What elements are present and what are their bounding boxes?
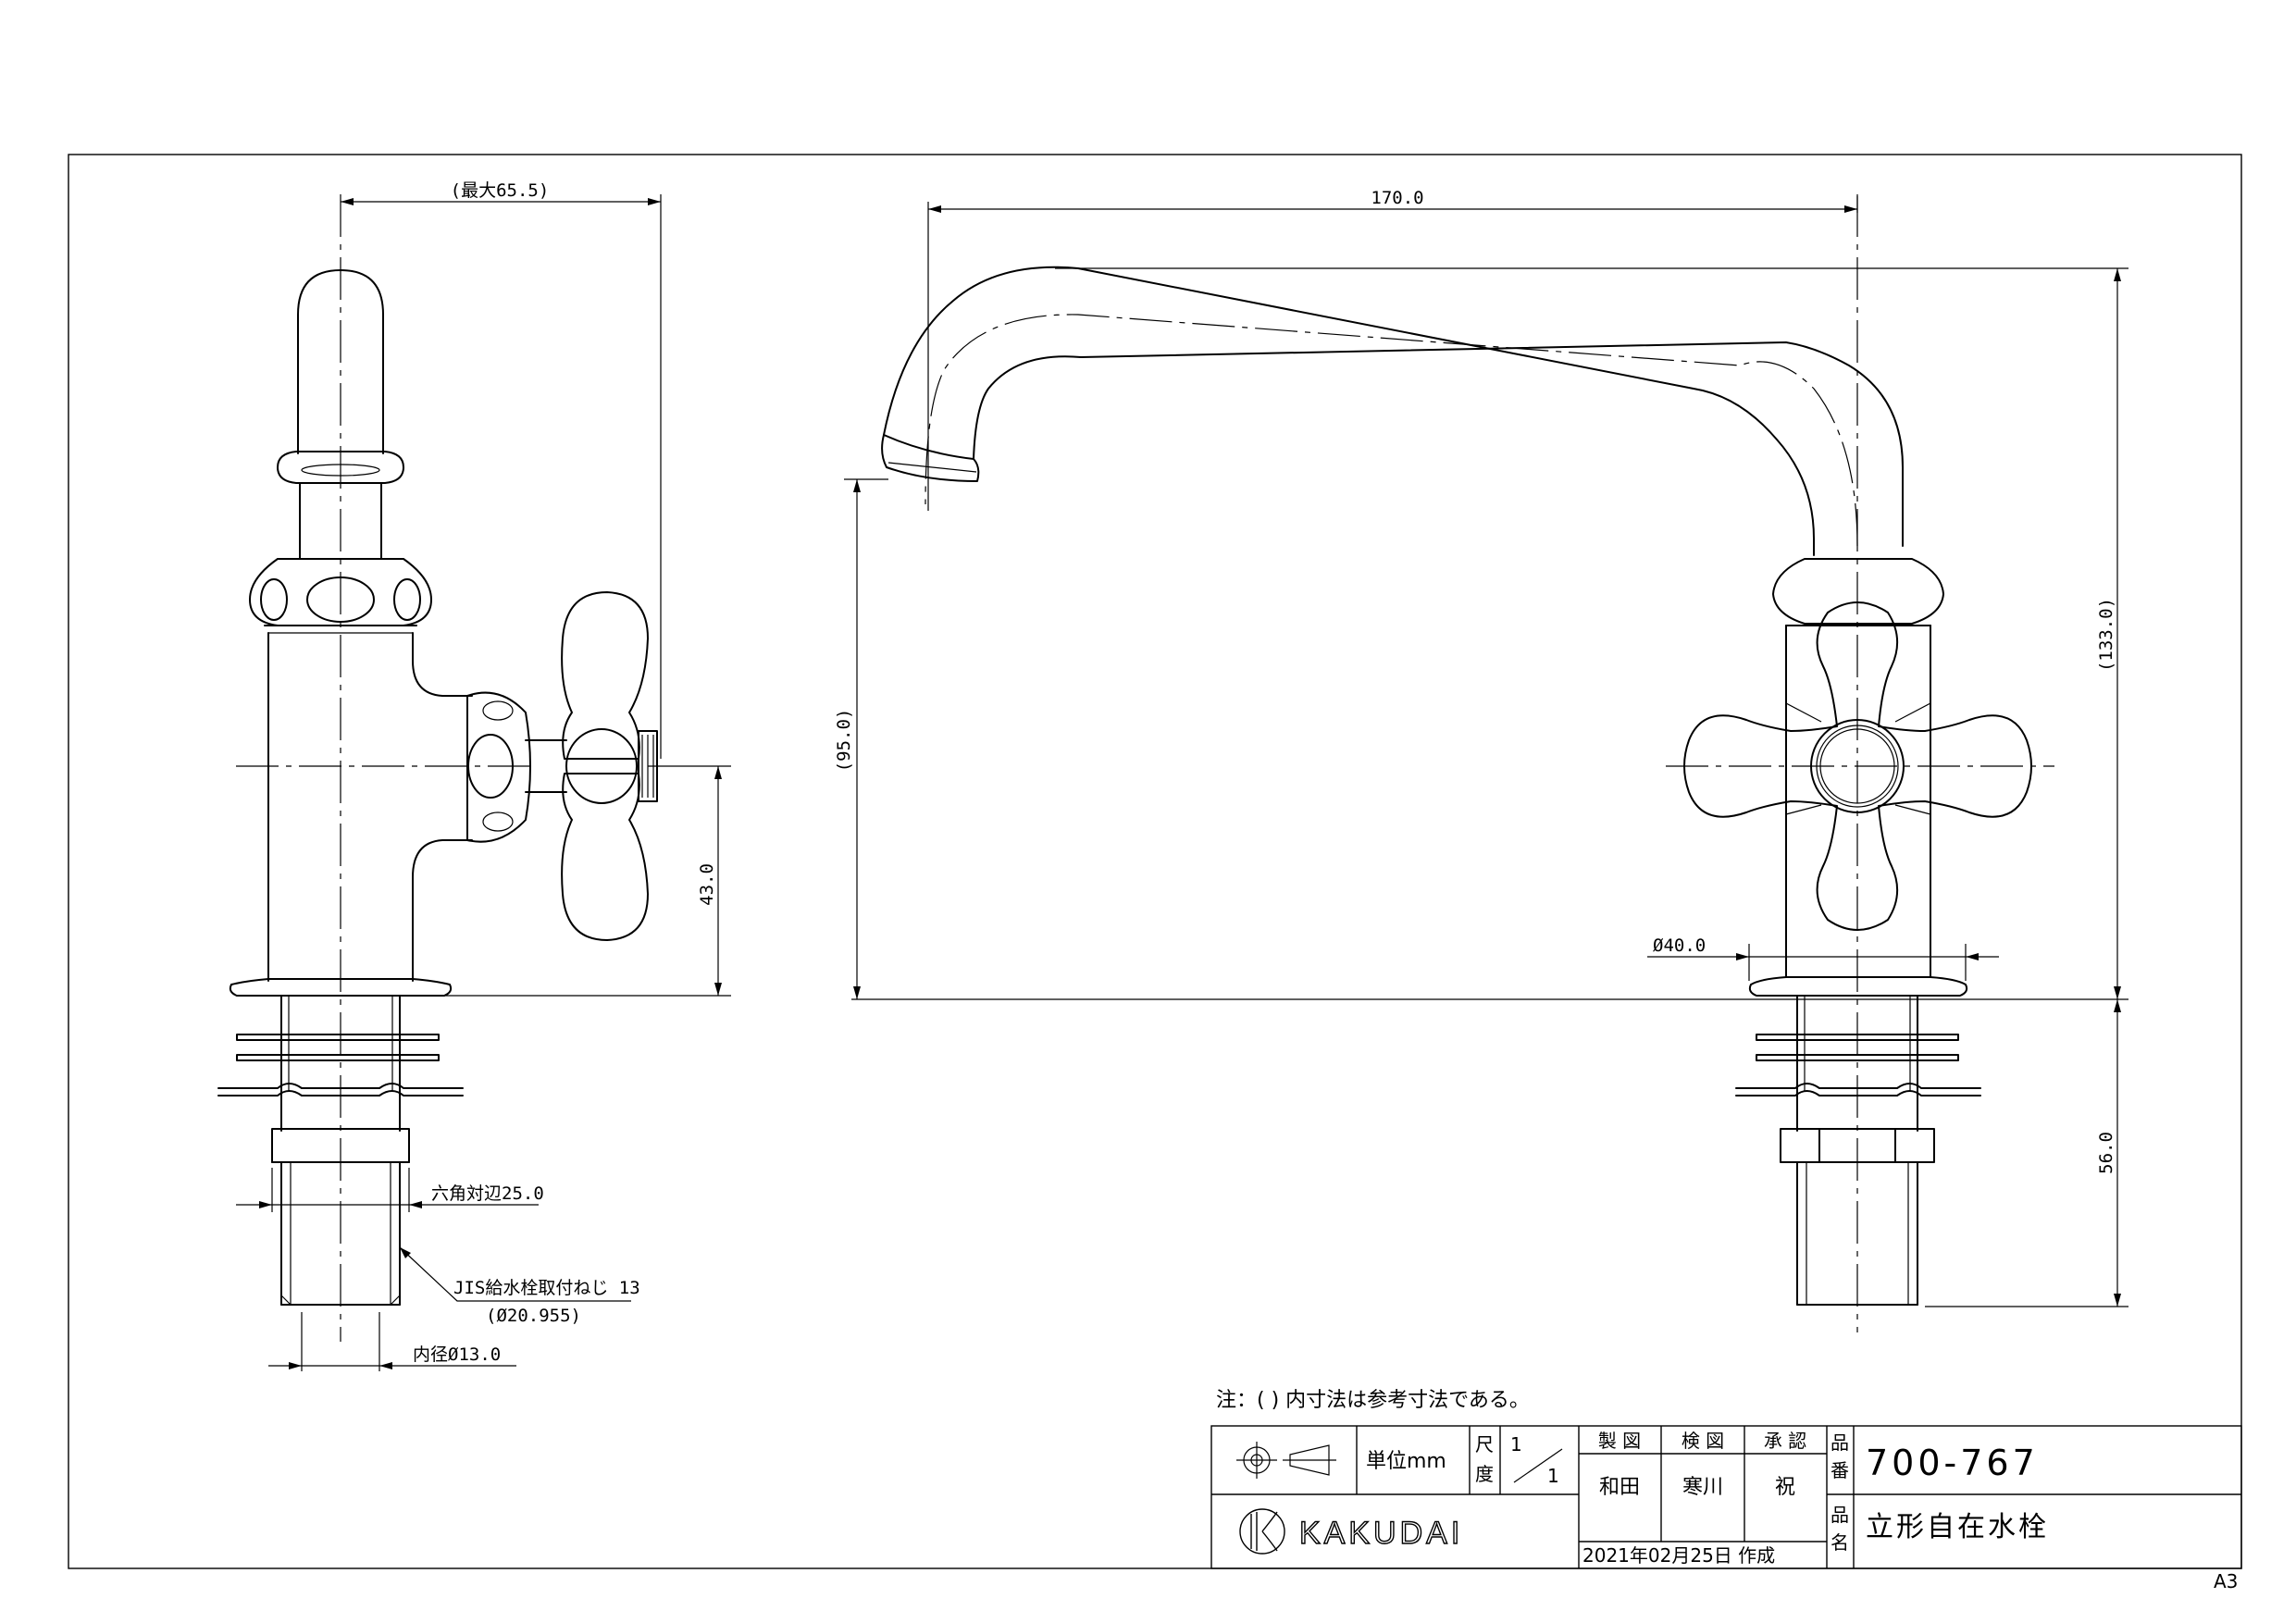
dim-thread-spec: JIS給水栓取付ねじ 13 — [453, 1278, 640, 1298]
front-hex-nut — [1780, 1128, 1935, 1163]
dim-handle-height: 43.0 — [697, 863, 717, 906]
dim-flange-dia: Ø40.0 — [1653, 935, 1706, 956]
handle-top-lobe — [561, 591, 649, 760]
approved-by: 祝 — [1775, 1476, 1795, 1499]
front-view — [881, 194, 2054, 1332]
company-name: KAKUDAI — [1299, 1516, 1463, 1551]
name-label-1: 品 — [1831, 1504, 1849, 1526]
part-name: 立形自在水栓 — [1866, 1511, 2049, 1543]
number-label-1: 品 — [1831, 1431, 1849, 1454]
dim-thread-dia: (Ø20.955) — [486, 1306, 581, 1326]
projection-symbol-icon — [1236, 1442, 1336, 1479]
scale-label-1: 尺 — [1475, 1433, 1494, 1456]
kakudai-logo-icon — [1239, 1508, 1285, 1555]
number-label-2: 番 — [1831, 1459, 1849, 1481]
title-block: 単位mm 尺 度 1 1 製 図 検 図 承 認 和田 寒川 祝 品 番 品 名… — [1210, 1425, 2242, 1569]
sheet-size: A3 — [2214, 1570, 2238, 1592]
washer-1 — [236, 1034, 440, 1041]
dim-max-width: (最大65.5) — [451, 180, 550, 201]
front-cross-handle — [1683, 601, 2032, 931]
dim-spout-length: 170.0 — [1371, 188, 1423, 208]
dim-hex-size: 六角対辺25.0 — [431, 1183, 544, 1204]
part-number: 700-767 — [1866, 1443, 2039, 1483]
scale-numerator: 1 — [1510, 1433, 1522, 1456]
checked-by: 寒川 — [1682, 1476, 1723, 1499]
spout-ring — [277, 451, 404, 484]
unit-label: 単位mm — [1366, 1450, 1446, 1473]
valve-body — [466, 691, 531, 843]
reference-note: 注：( ) 内寸法は参考寸法である。 — [1216, 1389, 1530, 1412]
drawn-label: 製 図 — [1598, 1430, 1641, 1452]
side-dimensions: (最大65.5) 43.0 六角対辺25.0 JIS給水栓取付ねじ 13 (Ø2… — [236, 180, 731, 1371]
washer-2 — [236, 1054, 440, 1061]
checked-label: 検 図 — [1682, 1430, 1724, 1452]
dim-total-height: (133.0) — [2096, 598, 2116, 672]
spout-rod — [297, 269, 384, 454]
spout-outer — [883, 266, 1815, 556]
side-view — [217, 194, 658, 1342]
creation-date: 2021年02月25日 作成 — [1582, 1544, 1775, 1567]
front-dimensions: 170.0 (95.0) (133.0) 56.0 Ø40.0 — [834, 188, 2128, 1307]
dim-spout-height: (95.0) — [834, 709, 854, 773]
name-label-2: 名 — [1831, 1531, 1849, 1554]
wave-washer — [217, 1083, 464, 1089]
front-flange — [1748, 976, 1968, 997]
dim-shank-length: 56.0 — [2096, 1132, 2116, 1174]
spout-inner — [973, 341, 1904, 547]
approved-label: 承 認 — [1764, 1430, 1806, 1452]
front-nut — [1772, 558, 1944, 625]
dim-inner-dia: 内径Ø13.0 — [413, 1344, 501, 1365]
scale-label-2: 度 — [1475, 1463, 1494, 1485]
drawing-border — [68, 154, 2242, 1569]
front-handle-hub — [1810, 719, 1905, 813]
scale-denominator: 1 — [1547, 1465, 1559, 1487]
drawn-by: 和田 — [1599, 1476, 1640, 1499]
spout-nozzle — [881, 434, 980, 482]
handle-bottom-lobe — [561, 773, 649, 941]
